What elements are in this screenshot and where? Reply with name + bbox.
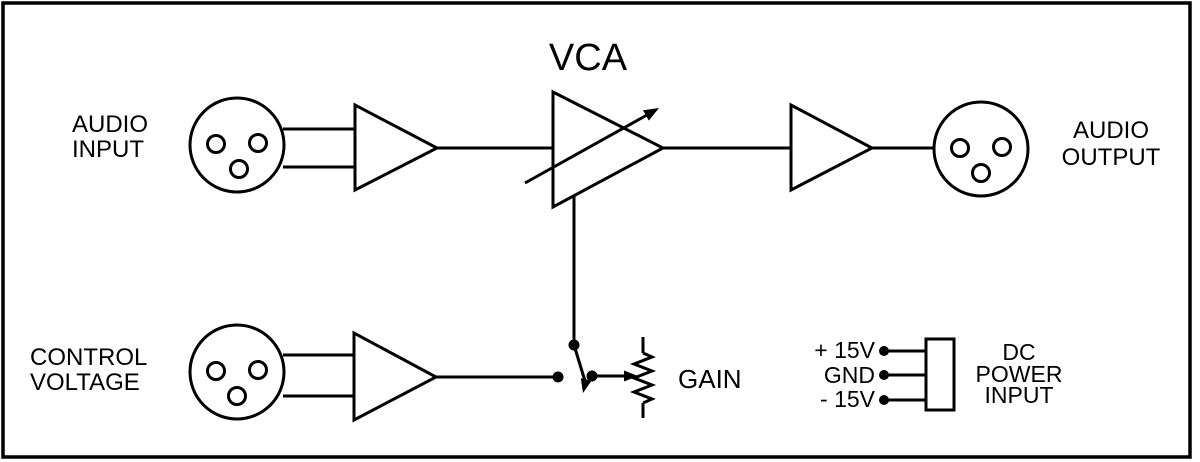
control-voltage-label-line1: CONTROL [30, 344, 147, 371]
audio-input-label-line2: INPUT [72, 136, 144, 163]
input-amplifier-icon [353, 102, 441, 193]
gain-label: GAIN [678, 364, 742, 394]
pot-resistor-zigzag [629, 351, 657, 405]
gain-potentiometer: GAIN [592, 337, 742, 418]
xlr-pin [206, 361, 226, 381]
vca-variable-arrow-head [643, 108, 659, 121]
switch-lever [572, 344, 587, 382]
audio-input-label-line1: AUDIO [72, 111, 148, 138]
dc-power-label-line2: POWER [976, 361, 1063, 387]
xlr-pin [950, 138, 970, 158]
xlr-shell [188, 323, 286, 421]
switch-contact-cv [552, 371, 564, 383]
wiper-arrow-head [624, 370, 638, 382]
vca-amplifier-icon [551, 89, 667, 210]
xlr-pin [248, 360, 268, 380]
xlr-pin [206, 134, 226, 154]
dc-power-label-line3: INPUT [985, 382, 1054, 408]
audio-output-label-line1: AUDIO [1073, 117, 1149, 144]
control-voltage-xlr-connector-icon [188, 323, 286, 421]
cv-amplifier-icon [352, 330, 440, 423]
audio-output-label-line2: OUTPUT [1062, 144, 1161, 171]
xlr-shell [932, 100, 1030, 198]
vca-title: VCA [549, 37, 628, 79]
audio-input-section: AUDIO INPUT [72, 96, 553, 194]
power-connector-icon [924, 337, 956, 412]
xlr-pin [971, 163, 991, 183]
rail-minus-15v-label: - 15V [820, 386, 876, 412]
audio-output-section: AUDIO OUTPUT [789, 100, 1161, 198]
audio-output-xlr-connector-icon [932, 100, 1030, 198]
xlr-pin [992, 137, 1012, 157]
xlr-pin [229, 159, 249, 179]
control-voltage-label-line2: VOLTAGE [30, 369, 140, 396]
vca-variable-arrow-shaft [524, 113, 648, 185]
vca-block: VCA [524, 37, 791, 341]
xlr-pin [248, 133, 268, 153]
audio-input-xlr-connector-icon [188, 96, 286, 194]
dc-power-section: + 15V GND - 15V DC POWER INPUT [814, 337, 1062, 412]
xlr-shell [188, 96, 286, 194]
output-amplifier-icon [789, 102, 876, 193]
xlr-pin [227, 386, 247, 406]
switch-lever-arrow-head [580, 378, 592, 393]
dc-power-label-line1: DC [1002, 339, 1035, 365]
rail-gnd-label: GND [824, 362, 875, 388]
rail-plus-15v-label: + 15V [814, 337, 875, 363]
control-voltage-section: CONTROL VOLTAGE [30, 323, 553, 423]
